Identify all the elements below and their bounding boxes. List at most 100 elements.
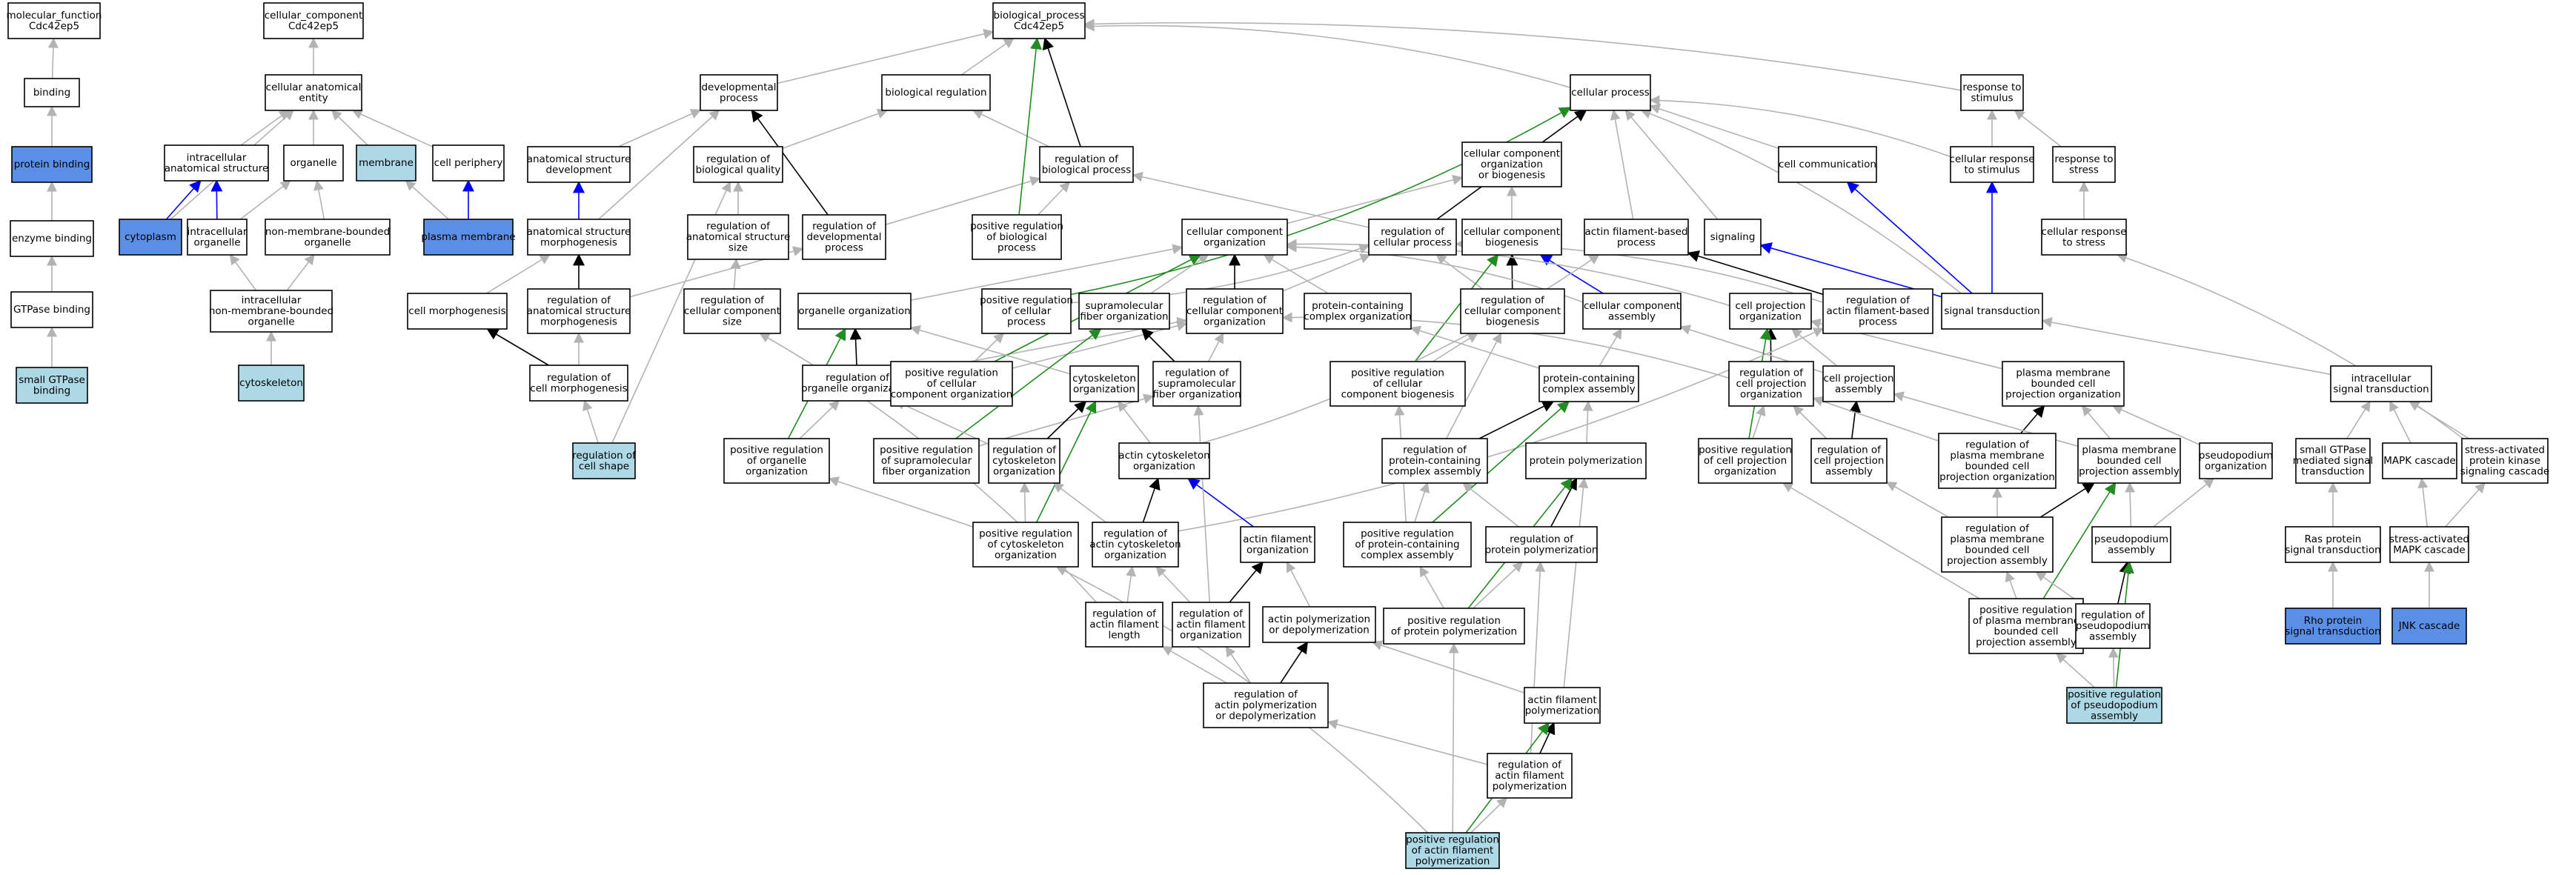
go-term-orgorg[interactable]: organelle organization <box>797 293 912 330</box>
go-term-cellperiph[interactable]: cell periphery <box>432 144 505 182</box>
go-term-cellmorph[interactable]: cell morphogenesis <box>407 293 508 330</box>
go-term-signaling[interactable]: signaling <box>1704 219 1762 256</box>
go-term-sigtrans[interactable]: signal transduction <box>1941 293 2043 330</box>
go-term-ppoly[interactable]: protein polymerization <box>1525 442 1647 479</box>
go-term-bioreg[interactable]: biological regulation <box>881 74 991 111</box>
go-term-membrane[interactable]: membrane <box>356 144 416 182</box>
go-term-gtpbind[interactable]: GTPase binding <box>10 291 93 328</box>
go-term-icnmbo[interactable]: intracellularnon-membrane-boundedorganel… <box>209 290 333 333</box>
go-term-mapk[interactable]: MAPK cascade <box>2382 442 2457 479</box>
go-term-cellcomm[interactable]: cell communication <box>1778 146 1877 183</box>
go-term-cellproc[interactable]: cellular process <box>1570 74 1651 111</box>
go-term-cytosk[interactable]: cytoskeleton <box>238 365 305 402</box>
go-term-binding[interactable]: binding <box>24 78 80 107</box>
go-term-enzbind[interactable]: enzyme binding <box>10 220 94 257</box>
go-term-cytoplasm[interactable]: cytoplasm <box>119 219 182 256</box>
go-term-protbind[interactable]: protein binding <box>11 146 93 183</box>
go-term-jnk[interactable]: JNK cascade <box>2391 608 2467 645</box>
go-term-organelle[interactable]: organelle <box>283 144 344 182</box>
go-term-pm[interactable]: plasma membrane <box>421 219 516 256</box>
